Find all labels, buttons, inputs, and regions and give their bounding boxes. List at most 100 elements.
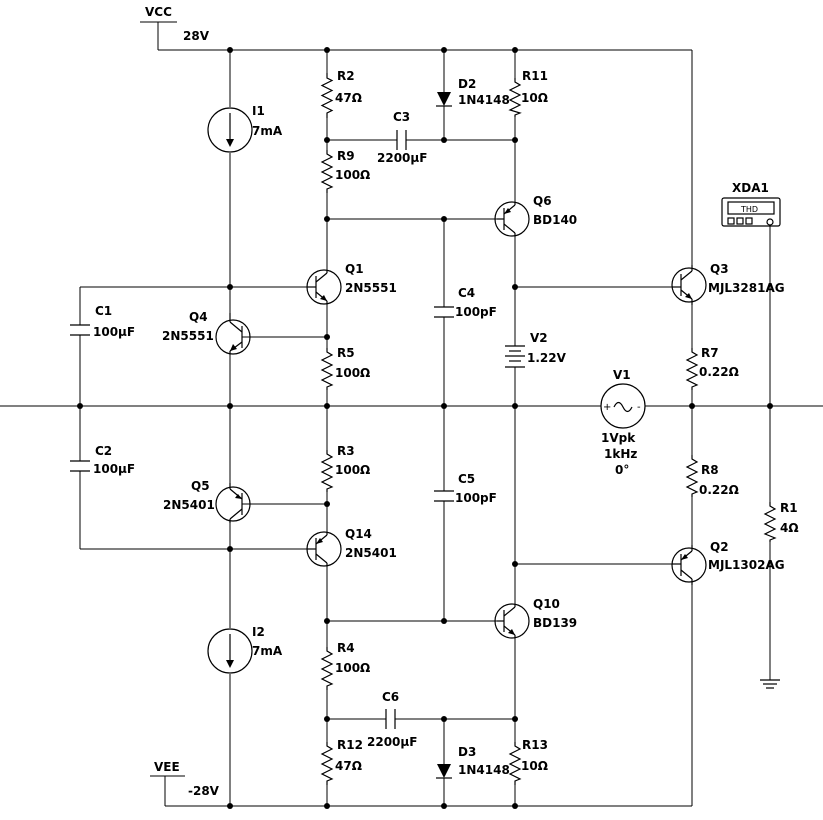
capacitor-c3[interactable]: C3 2200µF <box>377 110 427 165</box>
c1-value: 100µF <box>93 325 135 339</box>
d2-ref: D2 <box>458 77 476 91</box>
resistor-r9[interactable]: R9 100Ω <box>320 149 370 193</box>
transistor-q3[interactable]: Q3 MJL3281AG <box>671 262 785 305</box>
capacitor-c1[interactable]: C1 100µF <box>70 304 135 339</box>
c1-ref: C1 <box>95 304 112 318</box>
q14-value: 2N5401 <box>345 546 397 560</box>
r9-ref: R9 <box>337 149 355 163</box>
r13-ref: R13 <box>522 738 548 752</box>
transistor-q2[interactable]: Q2 MJL1302AG <box>671 540 785 585</box>
resistor-r8[interactable]: R8 0.22Ω <box>685 455 739 497</box>
d2-value: 1N4148 <box>458 93 510 107</box>
xda1-ref: XDA1 <box>732 181 769 195</box>
resistor-r13[interactable]: R13 10Ω <box>508 738 548 785</box>
diode-d3[interactable]: D3 1N4148 <box>436 745 510 779</box>
junction-dots <box>77 47 773 809</box>
current-source-i1[interactable]: I1 7mA <box>207 104 283 153</box>
r3-ref: R3 <box>337 444 355 458</box>
resistor-r1[interactable]: R1 4Ω <box>763 501 799 542</box>
r11-ref: R11 <box>522 69 548 83</box>
r5-value: 100Ω <box>335 366 370 380</box>
thd-analyzer-xda1[interactable]: XDA1 THD <box>721 181 781 227</box>
c2-ref: C2 <box>95 444 112 458</box>
i2-value: 7mA <box>252 644 283 658</box>
c5-ref: C5 <box>458 472 475 486</box>
r12-ref: R12 <box>337 738 363 752</box>
q14-ref: Q14 <box>345 527 372 541</box>
xda1-display: THD <box>740 205 758 214</box>
r8-ref: R8 <box>701 463 719 477</box>
c4-value: 100pF <box>455 305 497 319</box>
v1-phase: 0° <box>615 463 629 477</box>
vcc-value: 28V <box>183 29 210 43</box>
svg-text:+: + <box>603 402 611 413</box>
v1-frequency: 1kHz <box>604 447 637 461</box>
q6-ref: Q6 <box>533 194 552 208</box>
r1-ref: R1 <box>780 501 798 515</box>
r13-value: 10Ω <box>521 759 548 773</box>
c4-ref: C4 <box>458 286 475 300</box>
transistor-q14[interactable]: Q14 2N5401 <box>306 527 397 567</box>
v1-amplitude: 1Vpk <box>601 431 636 445</box>
resistor-r3[interactable]: R3 100Ω <box>320 444 370 492</box>
q1-value: 2N5551 <box>345 281 397 295</box>
diode-d2[interactable]: D2 1N4148 <box>436 77 510 107</box>
svg-text:-: - <box>637 402 641 413</box>
c5-value: 100pF <box>455 491 497 505</box>
q6-value: BD140 <box>533 213 577 227</box>
resistor-r2[interactable]: R2 47Ω <box>320 69 362 118</box>
q1-ref: Q1 <box>345 262 364 276</box>
r4-value: 100Ω <box>335 661 370 675</box>
vee-supply[interactable]: VEE -28V <box>150 760 220 798</box>
transistor-q1[interactable]: Q1 2N5551 <box>306 262 397 305</box>
c3-value: 2200µF <box>377 151 427 165</box>
transistor-q5[interactable]: Q5 2N5401 <box>163 479 251 523</box>
v2-value: 1.22V <box>527 351 567 365</box>
d3-value: 1N4148 <box>458 763 510 777</box>
r11-value: 10Ω <box>521 91 548 105</box>
q2-value: MJL1302AG <box>708 558 785 572</box>
resistor-r12[interactable]: R12 47Ω <box>320 738 363 785</box>
vee-label: VEE <box>154 760 180 774</box>
c6-ref: C6 <box>382 690 399 704</box>
resistor-r7[interactable]: R7 0.22Ω <box>685 346 739 390</box>
q4-value: 2N5551 <box>162 329 214 343</box>
r2-ref: R2 <box>337 69 355 83</box>
v2-ref: V2 <box>530 331 548 345</box>
i1-value: 7mA <box>252 124 283 138</box>
q10-ref: Q10 <box>533 597 560 611</box>
resistor-r11[interactable]: R11 10Ω <box>508 69 548 117</box>
r4-ref: R4 <box>337 641 355 655</box>
q2-ref: Q2 <box>710 540 729 554</box>
r5-ref: R5 <box>337 346 355 360</box>
r3-value: 100Ω <box>335 463 370 477</box>
capacitor-c4[interactable]: C4 100pF <box>434 286 497 319</box>
q4-ref: Q4 <box>189 310 208 324</box>
r12-value: 47Ω <box>335 759 362 773</box>
q5-ref: Q5 <box>191 479 210 493</box>
c3-ref: C3 <box>393 110 410 124</box>
resistor-r4[interactable]: R4 100Ω <box>320 641 370 690</box>
capacitor-c2[interactable]: C2 100µF <box>70 444 135 476</box>
i2-ref: I2 <box>252 625 265 639</box>
r7-value: 0.22Ω <box>699 365 739 379</box>
battery-v2[interactable]: V2 1.22V <box>505 331 567 368</box>
q5-value: 2N5401 <box>163 498 215 512</box>
q10-value: BD139 <box>533 616 577 630</box>
capacitor-c6[interactable]: C6 2200µF <box>367 690 417 749</box>
resistor-r5[interactable]: R5 100Ω <box>320 346 370 390</box>
current-source-i2[interactable]: I2 7mA <box>207 625 283 674</box>
vee-value: -28V <box>188 784 220 798</box>
wires <box>0 22 823 807</box>
capacitor-c5[interactable]: C5 100pF <box>434 472 497 505</box>
transistor-q10[interactable]: Q10 BD139 <box>494 597 577 639</box>
transistor-q6[interactable]: Q6 BD140 <box>494 194 577 237</box>
r8-value: 0.22Ω <box>699 483 739 497</box>
c2-value: 100µF <box>93 462 135 476</box>
transistor-q4[interactable]: Q4 2N5551 <box>162 310 251 355</box>
r7-ref: R7 <box>701 346 719 360</box>
ac-source-v1[interactable]: + - V1 1Vpk 1kHz 0° <box>600 368 646 477</box>
q3-ref: Q3 <box>710 262 729 276</box>
vcc-supply[interactable]: VCC 28V <box>140 5 210 43</box>
